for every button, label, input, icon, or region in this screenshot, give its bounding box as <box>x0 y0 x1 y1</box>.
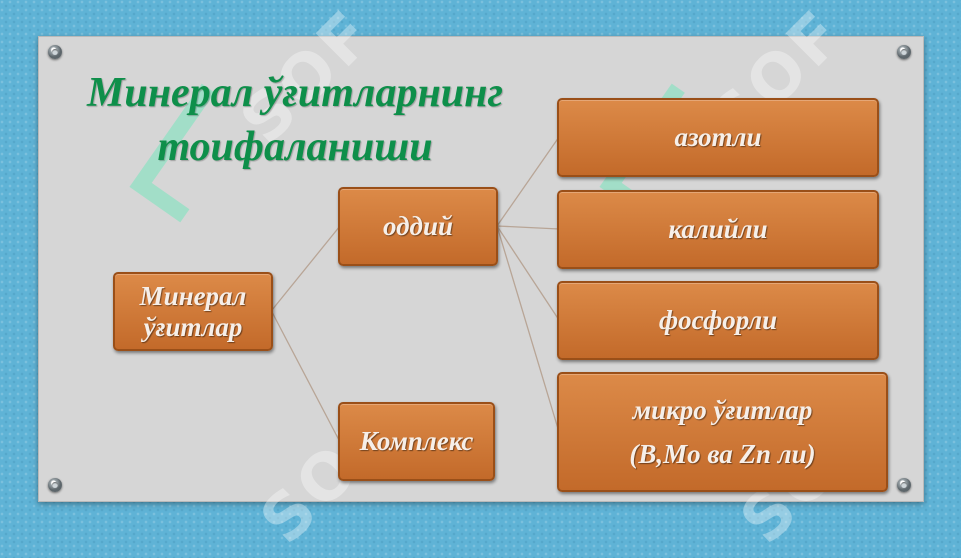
node-micro-fertilizers: микро ўғитлар (B,Mo ва Zn ли) <box>557 372 888 492</box>
screw-icon <box>897 478 911 492</box>
node-label: (B,Mo ва Zn ли) <box>629 439 816 469</box>
connector-simple-nitrogen <box>496 136 560 227</box>
node-label: фосфорли <box>658 305 778 335</box>
node-label: калийли <box>668 214 768 244</box>
node-label: микро ўғитлар <box>632 395 813 425</box>
node-simple: оддий <box>338 187 498 266</box>
title-line-1: Минерал ўғитларнинг <box>87 70 503 116</box>
connector-root-complex <box>271 311 341 443</box>
node-phosphorus: фосфорли <box>557 281 879 360</box>
connector-lines <box>271 136 560 443</box>
connector-root-simple <box>271 225 341 311</box>
connector-simple-phosphorus <box>496 225 560 321</box>
screw-icon <box>897 45 911 59</box>
page-title: Минерал ўғитларнинг тоифаланиши <box>50 66 540 174</box>
node-label: азотли <box>674 122 762 152</box>
node-label: оддий <box>383 211 453 241</box>
connector-simple-potassium <box>496 225 560 230</box>
node-label: Комплекс <box>359 426 474 456</box>
screw-icon <box>48 478 62 492</box>
node-nitrogen: азотли <box>557 98 879 177</box>
node-mineral-fertilizers: Минерал ўғитлар <box>113 272 273 351</box>
node-label: Минерал <box>139 280 247 311</box>
node-complex: Комплекс <box>338 402 495 481</box>
node-label: ўғитлар <box>143 311 243 342</box>
node-potassium: калийли <box>557 190 879 269</box>
title-line-2: тоифаланиши <box>157 124 433 170</box>
screw-icon <box>48 45 62 59</box>
connector-simple-micro <box>496 225 560 433</box>
